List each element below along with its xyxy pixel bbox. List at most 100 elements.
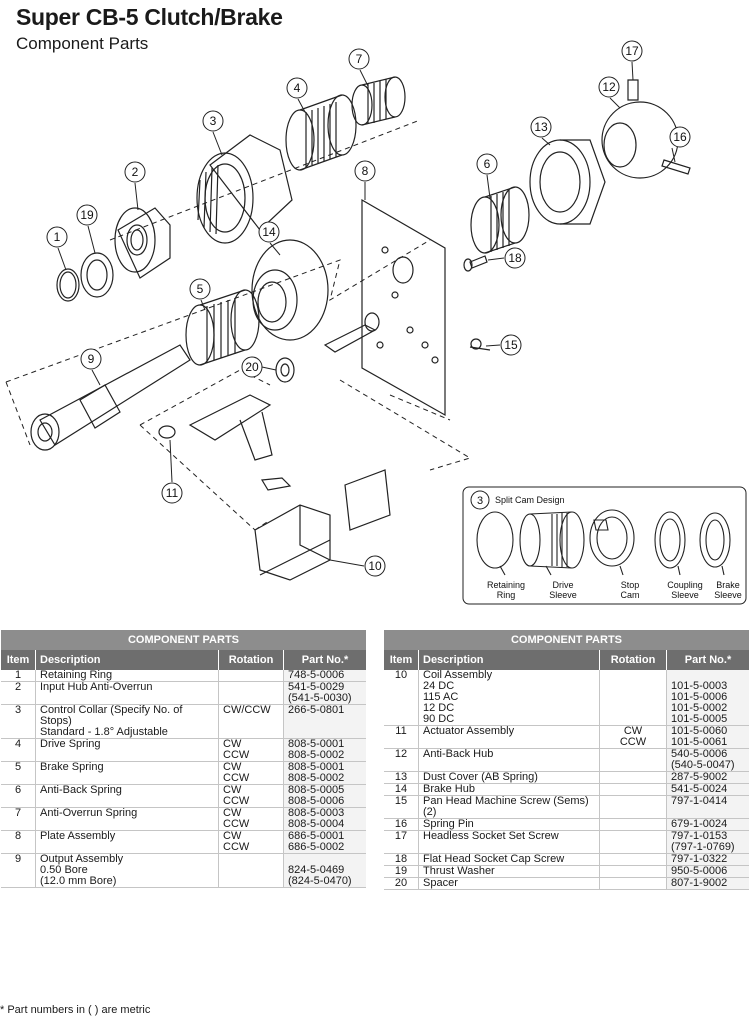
part-plate-assembly	[323, 198, 446, 417]
cell-rotation: CW CCW	[218, 761, 284, 785]
cell-item: 13	[384, 771, 419, 784]
cell-rotation	[599, 795, 667, 819]
inset-coupling-sleeve	[654, 511, 686, 569]
col-header-rotation: Rotation	[218, 650, 284, 670]
page-title: Super CB-5 Clutch/Brake	[16, 4, 283, 30]
cell-part: 540-5-0006 (540-5-0047)	[666, 748, 749, 772]
cell-description: Headless Socket Set Screw	[418, 830, 600, 854]
cell-description: Actuator Assembly	[418, 725, 600, 749]
cell-part: 686-5-0001 686-5-0002	[283, 830, 366, 854]
cell-part: 797-1-0153 (797-1-0769)	[666, 830, 749, 854]
cell-rotation	[599, 670, 667, 726]
cell-rotation	[599, 853, 667, 866]
callout-10: 10	[329, 555, 386, 577]
col-header-part: Part No.*	[666, 650, 749, 670]
callout-14: 14	[258, 221, 281, 256]
callout-12: 12	[598, 76, 621, 109]
assembly-dash-lines	[5, 119, 472, 531]
svg-text:15: 15	[504, 338, 518, 352]
part-actuator-assembly	[158, 394, 273, 461]
callout-6: 6	[476, 153, 498, 199]
cell-description: Plate Assembly	[35, 830, 219, 854]
part-coil-assembly	[254, 469, 391, 581]
callout-18: 18	[487, 247, 526, 269]
cell-item: 20	[384, 877, 419, 890]
cell-rotation: CW CCW	[218, 784, 284, 808]
cell-rotation	[599, 748, 667, 772]
callout-9: 9	[80, 348, 102, 386]
part-dust-cover	[529, 139, 606, 225]
cell-part: 808-5-0001 808-5-0002	[283, 761, 366, 785]
cell-description: Brake Hub	[418, 783, 600, 796]
svg-text:13: 13	[534, 120, 548, 134]
cell-rotation	[599, 830, 667, 854]
part-control-collar	[196, 134, 293, 244]
cell-item: 9	[1, 853, 36, 888]
col-header-description: Description	[35, 650, 219, 670]
cell-part: 808-5-0001 808-5-0002	[283, 738, 366, 762]
part-flat-head-screw	[463, 255, 488, 272]
callout-5: 5	[189, 278, 211, 311]
inset-title: Split Cam Design	[495, 495, 565, 505]
col-header-item: Item	[1, 650, 36, 670]
svg-text:17: 17	[625, 44, 639, 58]
component-parts-table-right: COMPONENT PARTS Item Description Rotatio…	[384, 630, 749, 890]
cell-rotation	[599, 818, 667, 831]
svg-text:14: 14	[262, 225, 276, 239]
inset-drive-sleeve	[519, 511, 585, 569]
cell-rotation	[218, 670, 284, 682]
cell-item: 3	[1, 704, 36, 739]
cell-rotation	[218, 853, 284, 888]
cell-description: Spring Pin	[418, 818, 600, 831]
svg-text:1: 1	[54, 230, 61, 244]
callout-8: 8	[354, 160, 376, 200]
callout-20: 20	[241, 356, 277, 378]
part-output-shaft	[30, 344, 191, 451]
part-drive-spring	[285, 94, 357, 171]
callout-11: 11	[161, 439, 183, 504]
cell-description: Anti-Overrun Spring	[35, 807, 219, 831]
cell-item: 5	[1, 761, 36, 785]
callout-7: 7	[348, 48, 370, 87]
cell-description: Input Hub Anti-Overrun	[35, 681, 219, 705]
cell-description: Flat Head Socket Cap Screw	[418, 853, 600, 866]
cell-part: 101-5-0060 101-5-0061	[666, 725, 749, 749]
part-brake-spring	[185, 289, 260, 366]
cell-description: Drive Spring	[35, 738, 219, 762]
svg-text:9: 9	[88, 352, 95, 366]
cell-description: Spacer	[418, 877, 600, 890]
cell-item: 1	[1, 670, 36, 682]
cell-rotation: CW CCW	[218, 738, 284, 762]
part-brake-hub	[251, 239, 329, 341]
svg-text:11: 11	[166, 486, 179, 500]
cell-description: Anti-Back Hub	[418, 748, 600, 772]
part-pan-head-screw	[469, 338, 491, 351]
svg-text:20: 20	[245, 360, 259, 374]
svg-text:8: 8	[362, 164, 369, 178]
cell-part: 950-5-0006	[666, 865, 749, 878]
col-header-part: Part No.*	[283, 650, 366, 670]
cell-item: 8	[1, 830, 36, 854]
cell-part: 807-1-9002	[666, 877, 749, 890]
cell-description: Pan Head Machine Screw (Sems) (2)	[418, 795, 600, 819]
svg-text:18: 18	[508, 251, 522, 265]
cell-item: 6	[1, 784, 36, 808]
cell-rotation	[599, 783, 667, 796]
